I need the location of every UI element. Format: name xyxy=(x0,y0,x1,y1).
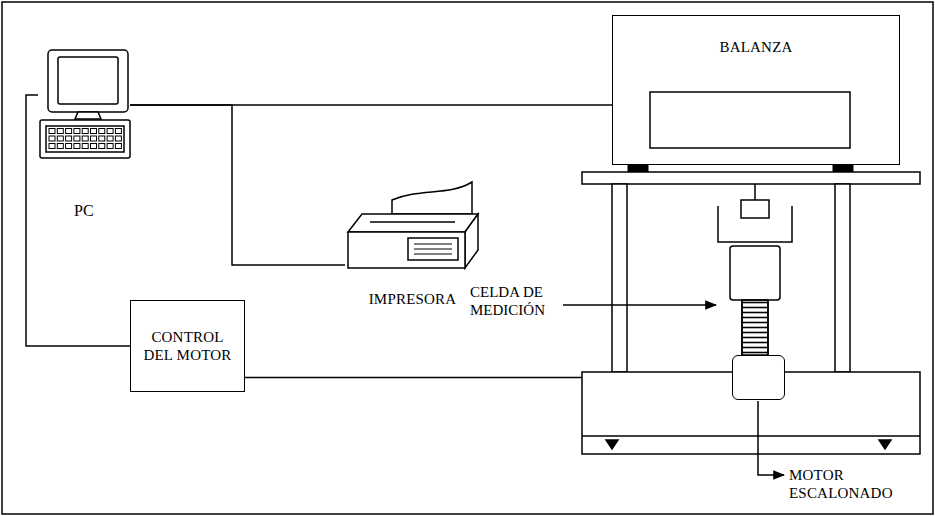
keyboard-key xyxy=(49,136,55,141)
printer-icon xyxy=(414,249,452,250)
keyboard-key xyxy=(57,129,63,134)
printer-icon xyxy=(370,221,455,223)
keyboard-key xyxy=(74,144,80,149)
node-label: MOTOR ESCALONADO xyxy=(789,466,919,502)
keyboard-key xyxy=(115,129,121,134)
keyboard-key xyxy=(74,129,80,134)
measuring-cell xyxy=(730,246,780,300)
computer-icon xyxy=(48,50,128,112)
computer-icon xyxy=(75,112,101,119)
printer-node: IMPRESORA xyxy=(345,180,480,308)
support-frame xyxy=(606,440,618,449)
keyboard-key xyxy=(66,144,72,149)
keyboard-key xyxy=(82,144,88,149)
printer-icon xyxy=(465,214,478,268)
balance-display xyxy=(650,92,850,148)
keyboard-key xyxy=(66,136,72,141)
printer-icon xyxy=(414,244,452,245)
keyboard-key xyxy=(91,144,97,149)
computer-icon xyxy=(40,120,130,158)
keyboard-key xyxy=(99,136,105,141)
printer-icon xyxy=(348,232,465,268)
support-frame xyxy=(582,172,920,454)
keyboard-key xyxy=(66,129,72,134)
measuring-cell xyxy=(754,184,756,200)
measuring-cell xyxy=(718,184,792,355)
keyboard-key xyxy=(91,129,97,134)
computer-icon xyxy=(46,126,124,152)
leader-arrow xyxy=(563,304,716,306)
keyboard-key xyxy=(107,136,113,141)
keyboard-key xyxy=(107,129,113,134)
balance-display xyxy=(650,92,850,148)
keyboard-key xyxy=(82,136,88,141)
support-frame xyxy=(612,184,627,372)
printer-icon xyxy=(348,214,478,232)
keyboard-key xyxy=(115,144,121,149)
keyboard-key xyxy=(82,129,88,134)
keyboard-key xyxy=(99,129,105,134)
keyboard-key xyxy=(99,144,105,149)
keyboard-key xyxy=(107,144,113,149)
process-box: CONTROL DEL MOTOR xyxy=(130,300,245,392)
balance-feet xyxy=(628,165,648,172)
node-label: PC xyxy=(74,201,94,220)
balance-box: BALANZA xyxy=(612,15,900,165)
support-frame xyxy=(879,440,891,449)
computer-node: PC xyxy=(38,45,130,220)
computer-icon xyxy=(58,57,118,104)
support-frame xyxy=(835,184,850,372)
leader-arrow xyxy=(758,401,784,475)
keyboard-key xyxy=(91,136,97,141)
printer-icon xyxy=(414,254,452,255)
keyboard-key xyxy=(57,136,63,141)
keyboard-key xyxy=(57,144,63,149)
measuring-cell xyxy=(767,300,769,355)
node-label: CONTROL DEL MOTOR xyxy=(137,328,238,364)
connector-line xyxy=(130,105,345,265)
measuring-cell xyxy=(741,300,743,355)
balance-feet xyxy=(833,165,853,172)
support-frame xyxy=(582,172,920,184)
keyboard-keys xyxy=(49,129,121,149)
support-frame xyxy=(582,435,920,437)
node-label: IMPRESORA xyxy=(369,290,457,308)
keyboard-key xyxy=(74,136,80,141)
connector-line xyxy=(26,95,130,346)
computer-icon xyxy=(40,50,130,158)
measuring-cell xyxy=(718,206,792,242)
printer-icon xyxy=(348,182,478,268)
leader-arrow xyxy=(563,305,784,475)
node-label: BALANZA xyxy=(613,38,899,56)
balance-feet xyxy=(628,165,853,172)
printer-icon xyxy=(392,182,472,214)
motor-box: MOTOR ESCALONADO xyxy=(732,355,785,400)
printer-icon xyxy=(408,238,458,260)
keyboard-key xyxy=(49,144,55,149)
keyboard-key xyxy=(115,136,121,141)
measuring-cell xyxy=(742,300,768,355)
measuring-cell xyxy=(741,200,769,218)
keyboard-key xyxy=(49,129,55,134)
part-label: CELDA DE MEDICIÓN xyxy=(470,283,570,319)
